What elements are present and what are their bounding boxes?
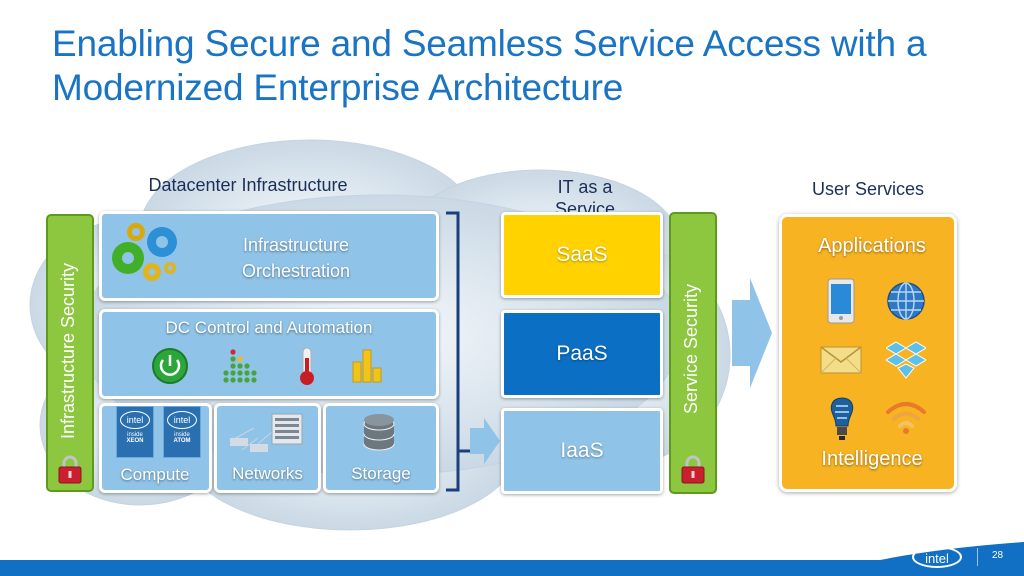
bar-chart-icon [352,349,382,383]
infrastructure-security-label: Infrastructure Security [58,262,78,440]
storage-label: Storage [351,464,411,483]
chip-line: XEON [126,438,144,444]
intel-chip-logo: intel [120,411,150,429]
envelope-icon [820,346,862,374]
paas-box: PaaS [501,310,663,398]
applications-label: Applications [818,235,926,257]
arrow-to-user-services [732,278,772,388]
orchestration-label: Infrastructure Orchestration [241,235,351,281]
compute-label: Compute [120,465,190,484]
datacenter-header: Datacenter Infrastructure [148,175,348,195]
xeon-chip: intel inside XEON [116,406,154,458]
infrastructure-security-bar [46,214,94,492]
thermometer-icon [300,347,314,385]
wifi-icon [886,402,926,434]
footer-divider [977,548,978,566]
lock-icon [681,455,705,484]
orchestration-panel [99,211,439,301]
user-services-panel [779,214,957,492]
intel-chip-logo: intel [167,411,197,429]
power-icon [152,348,188,384]
chip-sub: inside [127,432,143,438]
iaas-box: IaaS [501,408,663,494]
networks-panel [214,403,321,493]
chip-sub: inside [174,432,190,438]
lock-icon [58,455,82,484]
service-security-bar [669,212,717,494]
database-icon [363,414,395,451]
networks-label: Networks [232,464,303,483]
slide-title: Enabling Secure and Seamless Service Acc… [52,23,927,108]
bulb-icon [830,397,854,440]
page-number: 28 [992,550,1004,561]
atom-chip: intel inside ATOM [163,406,201,458]
service-security-label: Service Security [681,283,701,415]
saas-box: SaaS [501,212,663,298]
intel-logo: intel [912,546,962,568]
chip-line: ATOM [173,438,191,444]
user-services-header: User Services [811,179,925,199]
tablet-icon [827,278,855,324]
dc-control-label: DC Control and Automation [165,318,373,337]
globe-icon [887,282,925,320]
dropbox-icon [886,341,926,379]
network-switch-icon [230,413,303,452]
footer-bar [0,560,1024,576]
dc-control-panel [99,309,439,399]
gears-icon [112,223,177,281]
grid-chart-icon [223,349,257,383]
intelligence-label: Intelligence [821,448,923,470]
arrow-to-iaas [470,418,500,464]
